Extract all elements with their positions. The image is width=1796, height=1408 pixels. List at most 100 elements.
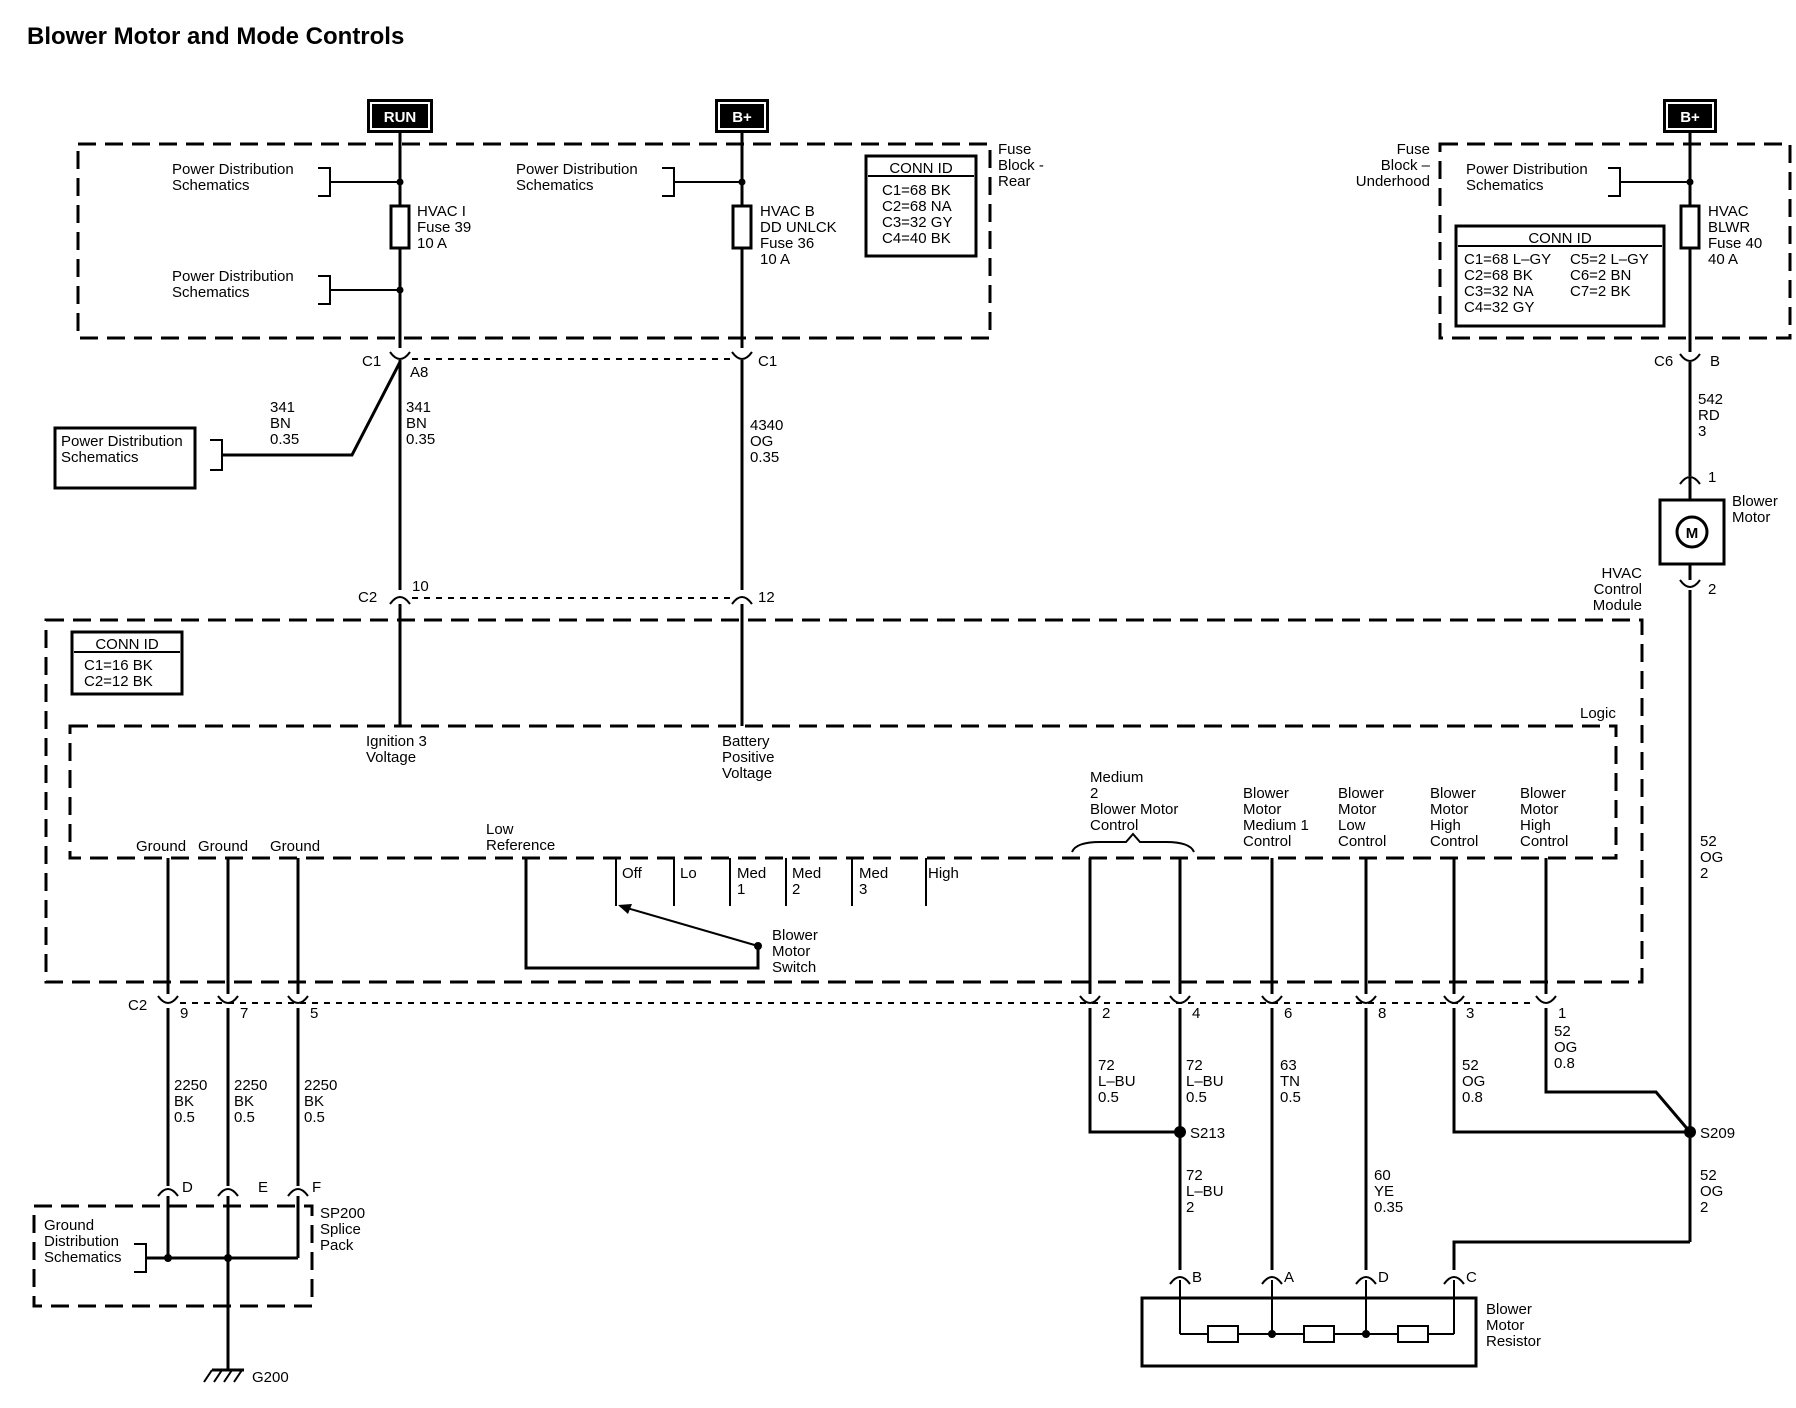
conn-id-title-underhood: CONN ID — [1528, 230, 1592, 247]
switch-lo: Lo — [680, 865, 697, 882]
ground-label-1: Ground — [136, 838, 186, 855]
conn-id-box-underhood — [1454, 224, 1666, 328]
splice-s209: S209 — [1700, 1125, 1735, 1142]
splice-s213: S213 — [1190, 1125, 1225, 1142]
connector-c2-bottom: C2 9 7 5 2 4 6 8 3 1 — [128, 995, 1566, 1022]
resistor-element-3 — [1397, 1325, 1429, 1343]
ground-label: G200 — [252, 1369, 289, 1386]
resistor-element-1 — [1207, 1325, 1239, 1343]
c2-top-label: C2 — [358, 589, 377, 606]
switch-high: High — [928, 865, 959, 882]
c2-pin10: 10 — [412, 578, 429, 595]
conn-id-title-module: CONN ID — [95, 636, 159, 653]
module-output-wires — [166, 858, 1548, 994]
a8-label: A8 — [410, 364, 428, 381]
splice-pin-f: F — [312, 1179, 321, 1196]
pin-1: 1 — [1558, 1005, 1566, 1022]
splice-pin-e: E — [258, 1179, 268, 1196]
c2-pin12: 12 — [758, 589, 775, 606]
c6-pin-label: B — [1710, 353, 1720, 370]
fuse-hvac-blwr-icon — [1679, 204, 1701, 250]
bplus-label-underhood: B+ — [1680, 109, 1700, 126]
switch-off: Off — [622, 865, 643, 882]
pin-5: 5 — [310, 1005, 318, 1022]
fuse-hvac-i-icon — [389, 204, 411, 250]
ground-label-3: Ground — [270, 838, 320, 855]
motor-pin-2: 2 — [1708, 581, 1716, 598]
conn-id-box-module — [70, 630, 184, 696]
resistor-element-2 — [1303, 1325, 1335, 1343]
connector-c1: C1 A8 C1 — [362, 351, 777, 381]
pin-8: 8 — [1378, 1005, 1386, 1022]
bplus-label-rear: B+ — [732, 109, 752, 126]
resistor-pin-b: B — [1192, 1269, 1202, 1286]
ground-label-2: Ground — [198, 838, 248, 855]
c1-right-label: C1 — [758, 353, 777, 370]
c6-label: C6 — [1654, 353, 1673, 370]
conn-id-box-rear — [864, 154, 978, 258]
connector-c2-top: C2 10 12 — [358, 578, 775, 606]
run-label: RUN — [384, 109, 417, 126]
motor-symbol: M — [1686, 525, 1699, 542]
resistor-pin-d: D — [1378, 1269, 1389, 1286]
pin-9: 9 — [180, 1005, 188, 1022]
resistor-pin-a: A — [1284, 1269, 1294, 1286]
pin-4: 4 — [1192, 1005, 1200, 1022]
motor-pin-1: 1 — [1708, 469, 1716, 486]
fuse-hvac-b-icon — [731, 204, 753, 250]
logic-label: Logic — [1580, 705, 1616, 722]
splice-pin-d: D — [182, 1179, 193, 1196]
motor-icon — [1675, 515, 1709, 549]
